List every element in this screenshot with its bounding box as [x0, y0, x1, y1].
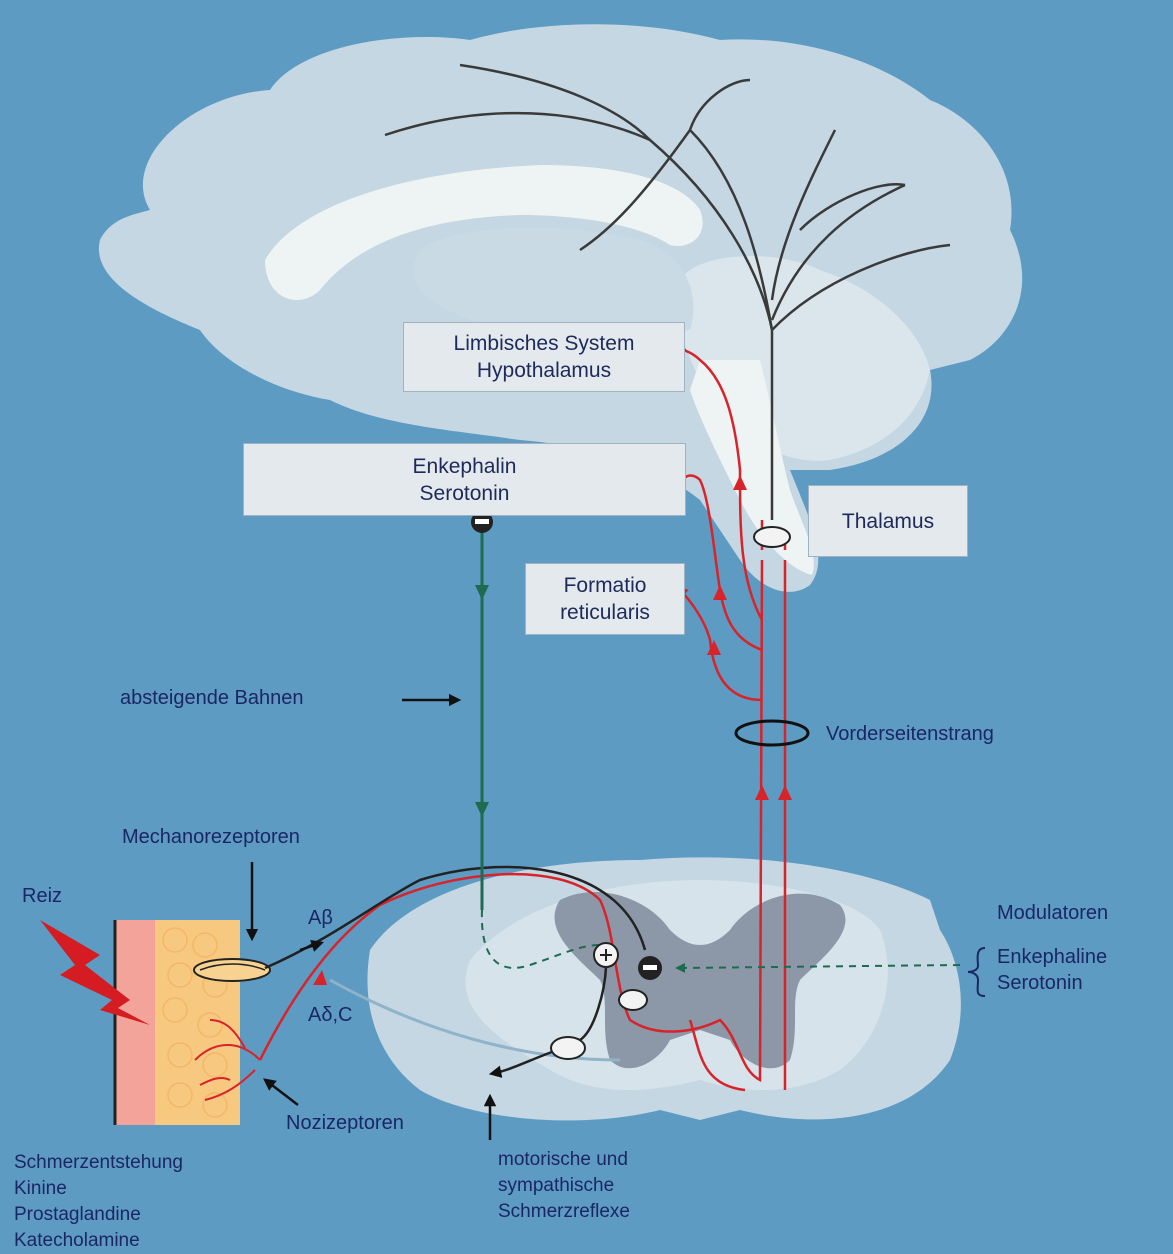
- skin-outer-layer: [115, 920, 155, 1125]
- limbic-line-1: Limbisches System: [404, 330, 684, 357]
- modulatoren-enkephaline: Enkephaline: [997, 944, 1107, 970]
- mechanorezeptoren-label: Mechanorezeptoren: [122, 824, 300, 850]
- enkephalin-line-2: Serotonin: [244, 480, 685, 507]
- mechanoreceptor-icon: [194, 959, 270, 981]
- vorderseitenstrang-label: Vorderseitenstrang: [826, 721, 994, 747]
- enkephalin-serotonin-box: Enkephalin Serotonin: [243, 443, 686, 516]
- schmerzreflexe-list: motorische und sympathische Schmerzrefle…: [498, 1147, 630, 1225]
- thalamus-neuron: [754, 527, 790, 547]
- limbic-line-2: Hypothalamus: [404, 357, 684, 384]
- modulatoren-label: Modulatoren: [997, 900, 1108, 926]
- absteigende-bahnen-label: absteigende Bahnen: [120, 685, 304, 711]
- motor-neuron: [551, 1037, 585, 1059]
- vorderseitenstrang-ring: [736, 721, 808, 745]
- reflex-line-3: Schmerzreflexe: [498, 1199, 630, 1225]
- a-beta-label: Aβ: [308, 905, 333, 931]
- thalamus-label: Thalamus: [809, 508, 967, 535]
- modulatoren-serotonin: Serotonin: [997, 970, 1083, 996]
- reiz-label: Reiz: [22, 883, 62, 909]
- a-delta-c-label: Aδ,C: [308, 1002, 352, 1028]
- reflex-line-2: sympathische: [498, 1173, 630, 1199]
- schmerz-line-1: Schmerzentstehung: [14, 1150, 183, 1176]
- modulatoren-brace: [968, 948, 985, 996]
- schmerz-line-4: Katecholamine: [14, 1228, 183, 1254]
- schmerz-line-2: Kinine: [14, 1176, 183, 1202]
- enkephalin-line-1: Enkephalin: [244, 453, 685, 480]
- reflex-line-1: motorische und: [498, 1147, 630, 1173]
- formatio-line-1: Formatio: [526, 572, 684, 599]
- schmerzentstehung-list: Schmerzentstehung Kinine Prostaglandine …: [14, 1150, 183, 1254]
- formatio-reticularis-box: Formatio reticularis: [525, 563, 685, 635]
- limbic-system-box: Limbisches System Hypothalamus: [403, 322, 685, 392]
- formatio-line-2: reticularis: [526, 599, 684, 626]
- schmerz-line-3: Prostaglandine: [14, 1202, 183, 1228]
- interneuron: [619, 990, 647, 1010]
- thalamus-box: Thalamus: [808, 485, 968, 557]
- nozizeptoren-label: Nozizeptoren: [286, 1110, 404, 1136]
